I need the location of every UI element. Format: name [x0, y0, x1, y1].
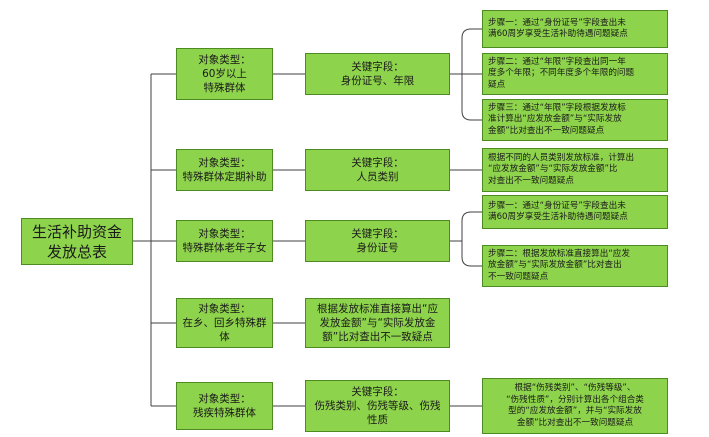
field-node-5: 关键字段： 伤残类别、伤残等级、伤残 性质 [305, 380, 450, 432]
step-node-3-1: 步骤一：通过“身份证号”字段查出未 满60周岁享受生活补助待遇问题疑点 [482, 195, 668, 229]
field-node-4: 根据发放标准直接算出“应 发放金额”与“实际发放金 额”比对查出不一致疑点 [305, 298, 450, 348]
object-node-2: 对象类型： 特殊群体定期补助 [176, 149, 273, 191]
field-node-2: 关键字段： 人员类别 [305, 149, 450, 191]
field-node-3: 关键字段： 身份证号 [305, 220, 450, 262]
object-node-5: 对象类型： 残疾特殊群体 [176, 382, 273, 430]
step-node-1-1: 步骤一：通过“身份证号”字段查出未 满60周岁享受生活补助待遇问题疑点 [482, 10, 668, 48]
root-node: 生活补助资金 发放总表 [21, 218, 133, 265]
step-node-1-2: 步骤二：通过“年限”字段查出同一年 度多个年限；不同年度多个年限的问题 疑点 [482, 53, 668, 95]
step-node-3-2: 步骤二：根据发放标准直接算出“应发 放金额”与“实际发放金额”比对查出 不一致问… [482, 245, 668, 287]
field-node-1: 关键字段： 身份证号、年限 [305, 53, 450, 95]
object-node-3: 对象类型： 特殊群体老年子女 [176, 220, 273, 262]
step-node-2-1: 根据不同的人员类别发放标准，计算出 “应发放金额”与“实际发放金额”比 对查出不… [482, 148, 668, 192]
object-node-1: 对象类型： 60岁以上 特殊群体 [176, 48, 273, 100]
step-node-1-3: 步骤三：通过“年限”字段根据发放标 准计算出“应发放金额”与“实际发放 金额”比… [482, 99, 668, 141]
step-node-5-1: 根据“伤残类别”、“伤残等级”、 “伤残性质”，分别计算出各个组合类 型的“应发… [482, 378, 668, 434]
object-node-4: 对象类型： 在乡、回乡特殊群 体 [176, 298, 273, 348]
